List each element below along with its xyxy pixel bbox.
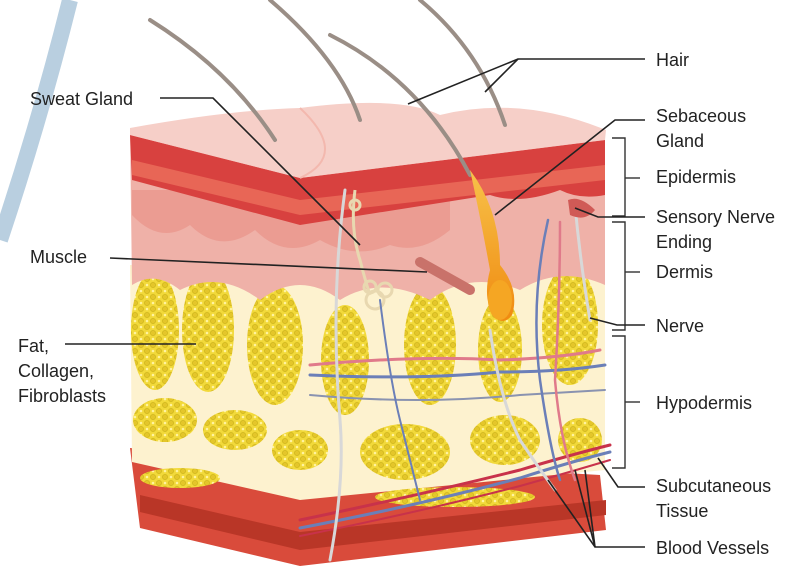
label-subcutaneous-line1: Subcutaneous (656, 475, 771, 498)
label-fat-line1: Fat, (18, 335, 49, 358)
decorative-arc (0, 0, 70, 240)
label-sebaceous-gland-line2: Gland (656, 130, 704, 153)
label-hypodermis: Hypodermis (656, 392, 752, 415)
label-sweat-gland: Sweat Gland (30, 88, 133, 111)
label-dermis: Dermis (656, 261, 713, 284)
label-sensory-nerve-line2: Ending (656, 231, 712, 254)
label-fat-line3: Fibroblasts (18, 385, 106, 408)
label-nerve: Nerve (656, 315, 704, 338)
label-muscle: Muscle (30, 246, 87, 269)
label-fat-line2: Collagen, (18, 360, 94, 383)
label-subcutaneous-line2: Tissue (656, 500, 708, 523)
hair-bulb (488, 280, 512, 320)
label-blood-vessels: Blood Vessels (656, 537, 769, 560)
label-sensory-nerve-line1: Sensory Nerve (656, 206, 775, 229)
label-hair: Hair (656, 49, 689, 72)
layer-brackets (612, 138, 640, 468)
label-sebaceous-gland-line1: Sebaceous (656, 105, 746, 128)
label-epidermis: Epidermis (656, 166, 736, 189)
